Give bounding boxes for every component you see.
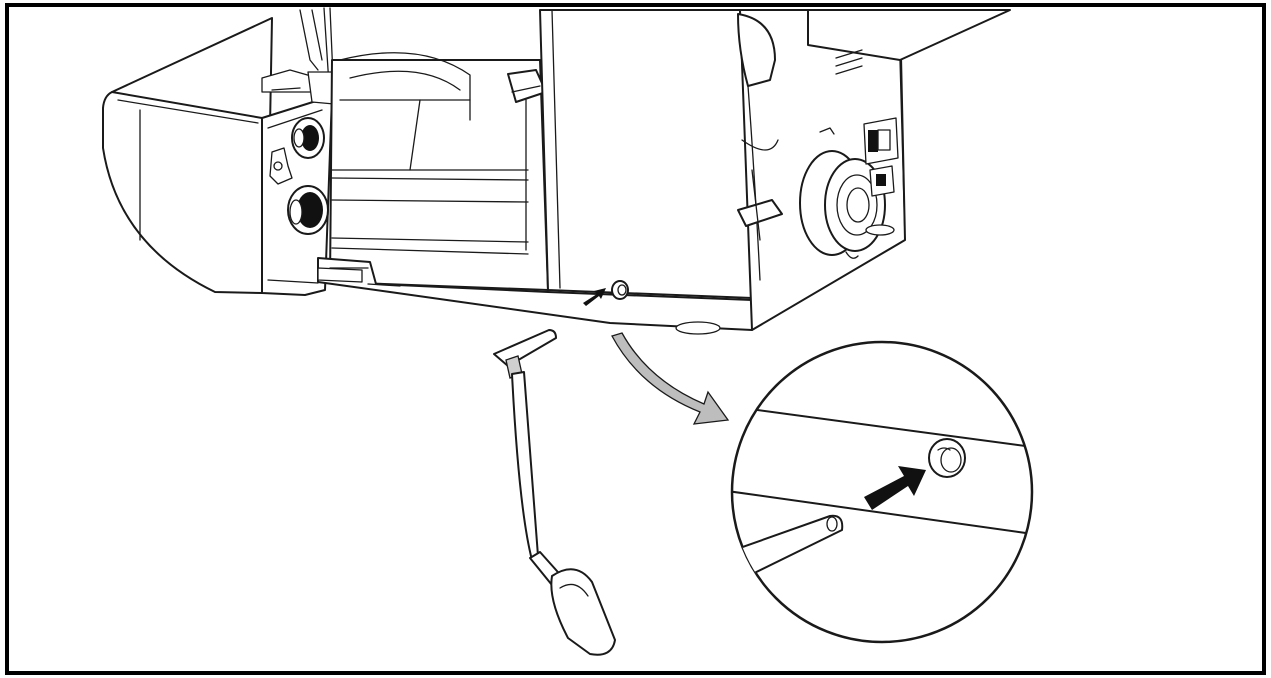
callout-arrow bbox=[611, 332, 730, 425]
needle-area bbox=[261, 7, 335, 105]
knee-lifter bbox=[493, 329, 616, 656]
main-body bbox=[539, 9, 753, 299]
stitch-length-dial bbox=[291, 117, 325, 159]
sewing-machine bbox=[102, 7, 1011, 335]
handwheel-rim bbox=[737, 13, 779, 281]
knee-lifter-socket bbox=[611, 280, 629, 300]
machine-feet bbox=[675, 224, 895, 335]
differential-feed-dial bbox=[287, 185, 329, 235]
small-lever bbox=[269, 147, 293, 185]
side-lever bbox=[737, 169, 783, 241]
power-switch bbox=[819, 117, 899, 197]
middle-body bbox=[329, 52, 549, 291]
handwheel bbox=[799, 150, 886, 259]
pointer-arrow bbox=[583, 288, 606, 306]
insertion-arrow bbox=[864, 466, 926, 510]
